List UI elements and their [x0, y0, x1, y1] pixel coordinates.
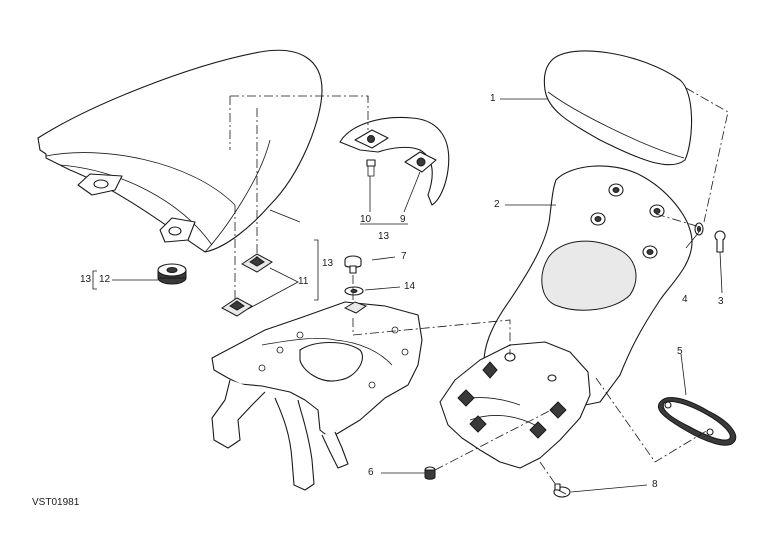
- backrest-pad-1: [543, 50, 693, 166]
- reflector-5: [658, 397, 737, 446]
- callout-8: 8: [652, 479, 658, 490]
- callout-13-bracket: 13: [378, 231, 390, 242]
- callout-7: 7: [401, 251, 407, 262]
- callout-13-middle: 13: [322, 258, 334, 269]
- callout-3: 3: [718, 296, 724, 307]
- leader-lines: [92, 98, 723, 493]
- callout-4: 4: [682, 294, 688, 305]
- assembly-lines: [229, 87, 729, 486]
- seat-bracket: [339, 116, 450, 206]
- callout-1: 1: [490, 93, 496, 104]
- callout-14: 14: [404, 281, 416, 292]
- undertray-bracket: [439, 341, 591, 469]
- washer-4: [694, 222, 704, 236]
- drawing-code: VST01981: [32, 497, 80, 508]
- rider-seat: [37, 49, 323, 253]
- spacer-6: [424, 466, 436, 480]
- screw-8: [553, 483, 571, 498]
- rear-subframe: [211, 301, 423, 491]
- screw-7: [344, 255, 362, 274]
- callout-13-left: 13: [80, 274, 92, 285]
- callout-12: 12: [99, 274, 111, 285]
- callout-9: 9: [400, 214, 406, 225]
- callout-2: 2: [494, 199, 500, 210]
- rubber-pads-11: [221, 253, 273, 317]
- callout-5: 5: [677, 346, 683, 357]
- grommet-12: [157, 263, 187, 285]
- callout-11: 11: [298, 276, 309, 287]
- washer-14: [344, 286, 364, 296]
- screw-3: [714, 230, 726, 253]
- callout-6: 6: [368, 467, 374, 478]
- callout-10: 10: [360, 214, 372, 225]
